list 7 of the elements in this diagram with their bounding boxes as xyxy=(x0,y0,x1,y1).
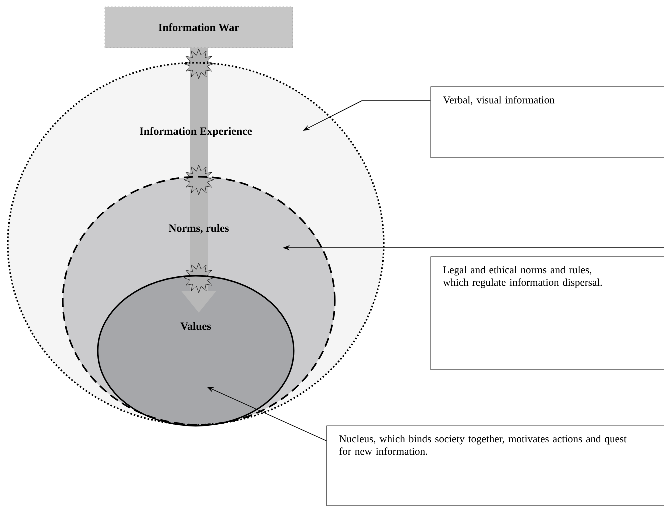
title-box: Information War xyxy=(104,6,294,48)
note-box xyxy=(326,426,664,506)
note-box xyxy=(430,256,664,370)
note-box xyxy=(430,86,664,158)
note-text: Legal and ethical norms and rules, which regulate information dispersal. xyxy=(443,266,602,288)
note-text: Verbal, visual information xyxy=(443,96,555,106)
note-text: Nucleus, which binds society together, motivates actions and quest for new information. xyxy=(340,435,627,456)
